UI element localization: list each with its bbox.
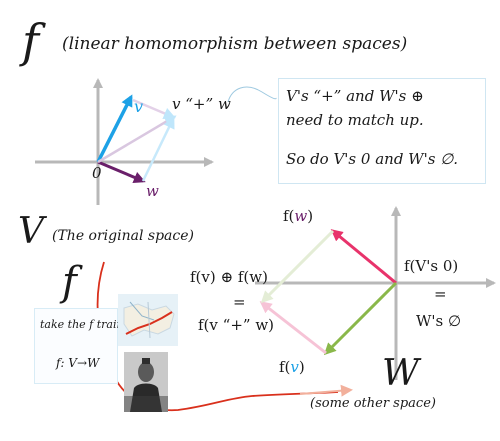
sum-w: w (217, 95, 231, 113)
subway-map-graphic (118, 294, 178, 346)
note-line-1: V's “+” and W's ⊕ (286, 87, 424, 105)
portrait-graphic (124, 352, 168, 412)
fw-w: w (294, 207, 308, 225)
train-box (34, 308, 118, 384)
fw-shifted-vector (259, 301, 327, 355)
left-axes (35, 78, 214, 205)
fv-f: f( (279, 358, 291, 376)
fv-close: ) (298, 358, 305, 376)
train-text: take the f train (40, 318, 124, 331)
right-axes (255, 206, 496, 380)
sum-plus: “+” (185, 95, 214, 113)
portrait-photo (124, 352, 168, 412)
sum-v: v (172, 95, 181, 113)
page-title: (linear homomorphism between spaces) (62, 34, 408, 54)
origin-label: 0 (92, 164, 102, 182)
f-of-zero-label: f(V's 0) (404, 257, 459, 275)
v-plus-w-label: v “+” w (172, 95, 231, 113)
note-box (278, 78, 486, 184)
source-space-caption: (The original space) (52, 228, 194, 244)
w-label: w (146, 182, 159, 200)
fv-label: f(v) (279, 358, 305, 376)
w-null-label: W's ∅ (416, 312, 462, 330)
fw-vector (330, 229, 397, 285)
fv-vector (323, 281, 398, 356)
f-symbol: f (22, 14, 40, 68)
zero-equals: = (434, 285, 447, 303)
source-space-symbol: V (18, 211, 44, 252)
map-notation: f: V→W (56, 356, 100, 370)
subway-map-image (118, 294, 178, 346)
target-space-caption: (some other space) (310, 396, 436, 411)
note-lines: V's “+” and W's ⊕ need to match up. (286, 84, 424, 132)
sum-equals: = (233, 293, 246, 311)
sum-vector (97, 115, 177, 164)
fw-close: ) (307, 207, 314, 225)
note-connector (227, 86, 277, 103)
fw-label: f(w) (283, 207, 313, 225)
train-f-symbol: f (62, 259, 77, 305)
sum-image-label: f(v) ⊕ f(w) (190, 268, 268, 286)
image-of-sum-label: f(v “+” w) (198, 316, 275, 334)
w-shifted-vector (132, 98, 176, 120)
train-path-arrow (299, 384, 353, 397)
target-space-symbol: W (382, 353, 420, 394)
v-shifted-vector (141, 116, 175, 182)
w-vector (97, 160, 146, 184)
fw-f: f( (283, 207, 295, 225)
note-line-2: need to match up. (286, 111, 424, 129)
v-vector (96, 94, 133, 163)
fv-v: v (290, 358, 299, 376)
v-label: v (134, 97, 144, 116)
note-line-3: So do V's 0 and W's ∅. (286, 150, 459, 168)
fv-shifted-vector (260, 229, 335, 304)
